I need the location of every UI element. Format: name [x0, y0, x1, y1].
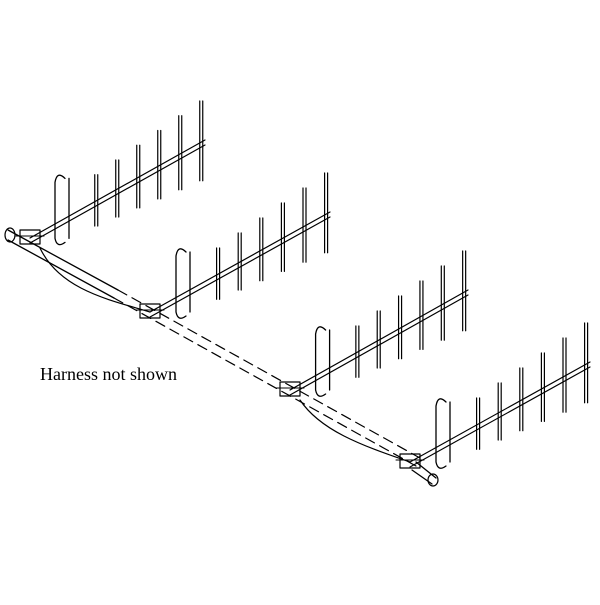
antenna-boom [409, 366, 591, 468]
driven-element [54, 174, 70, 246]
mast-dash-upper [117, 289, 421, 459]
yagi-antenna-3 [275, 250, 469, 397]
harness-note-caption: Harness not shown [40, 364, 177, 384]
yagi-antenna-2 [135, 172, 331, 319]
antenna-boom [29, 139, 206, 239]
mount-clamp [139, 303, 161, 319]
antenna-boom [29, 144, 206, 244]
mast-edge-lower [7, 239, 115, 299]
support-mast [4, 227, 439, 487]
feed-cable [299, 399, 411, 463]
antenna-boom [409, 361, 591, 463]
yagi-antenna-4 [395, 322, 591, 469]
mount-clamp [279, 381, 301, 397]
driven-element [314, 326, 331, 397]
mount-clamp [19, 229, 41, 245]
mount-clamp [399, 453, 421, 469]
mast-end-cap-left [4, 227, 16, 243]
mast-end-cap-right [427, 473, 439, 487]
driven-element [175, 248, 191, 319]
mast-dash-lower [113, 297, 417, 467]
antenna-boom [289, 294, 469, 396]
driven-element [435, 398, 451, 469]
antenna-boom [289, 289, 469, 391]
yagi-antenna-1 [15, 100, 206, 246]
mast-end-upper [415, 461, 437, 479]
feed-cable [39, 247, 151, 313]
yagi-antennas [15, 100, 591, 469]
mast-edge-upper [7, 229, 119, 291]
antenna-boom [149, 211, 331, 313]
antenna-boom [149, 216, 331, 318]
